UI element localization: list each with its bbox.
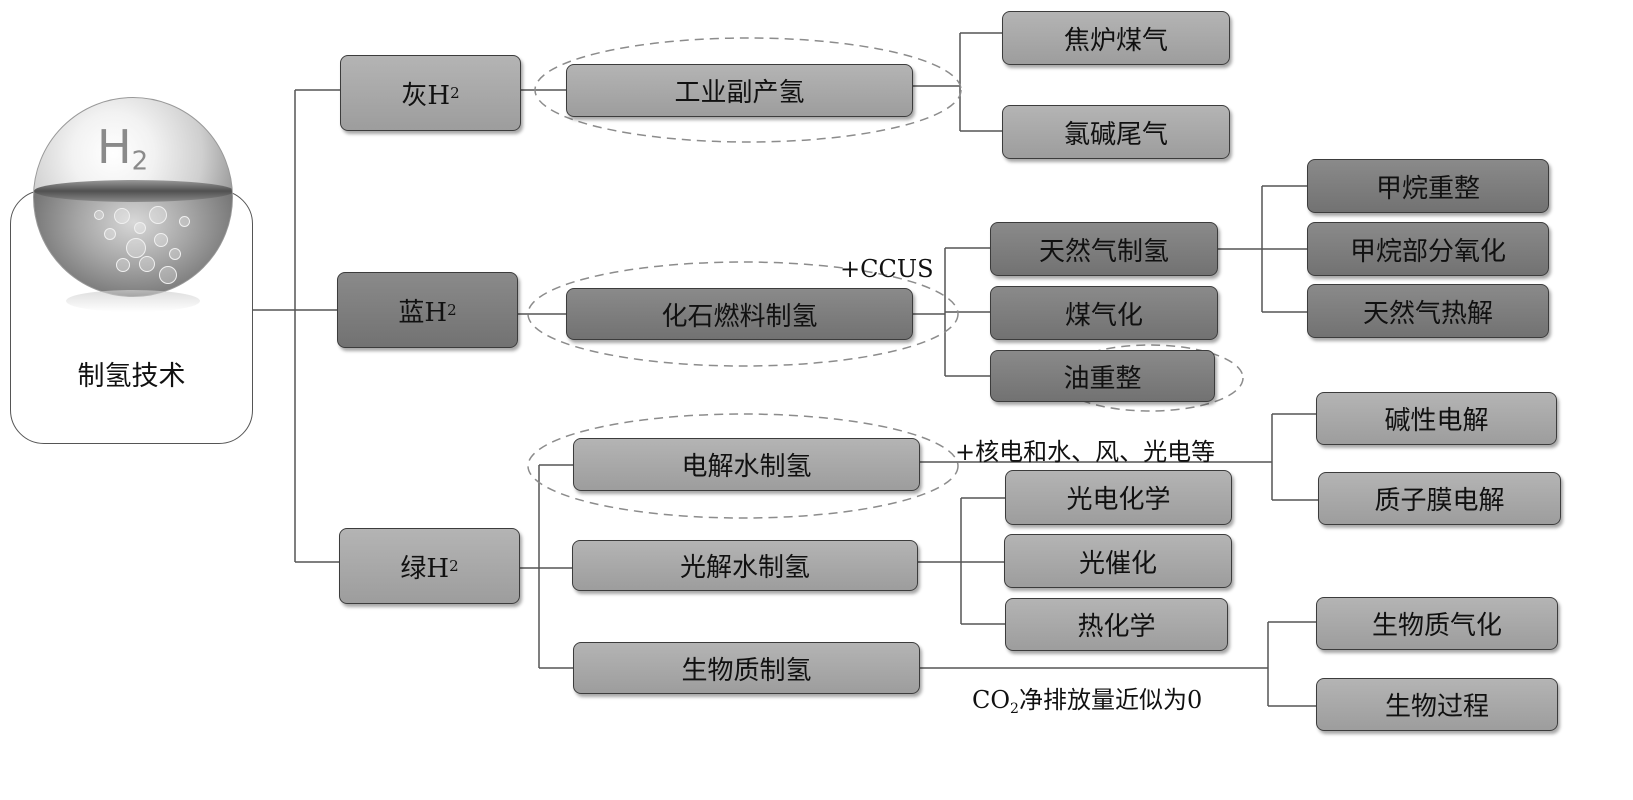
leaf-methane-reforming: 甲烷重整 <box>1307 159 1549 213</box>
leaf-natural-gas-h2: 天然气制氢 <box>990 222 1218 276</box>
method-industrial-byproduct: 工业副产氢 <box>566 64 913 117</box>
h2-badge: H2 <box>97 120 149 177</box>
leaf-coke-oven-gas: 焦炉煤气 <box>1002 11 1230 65</box>
leaf-methane-partial-oxidation: 甲烷部分氧化 <box>1307 222 1549 276</box>
leaf-oil-reforming: 油重整 <box>990 350 1215 402</box>
leaf-pem-electrolysis: 质子膜电解 <box>1318 472 1561 525</box>
leaf-photocatalysis: 光催化 <box>1004 534 1232 588</box>
annotation-ccus: +CCUS <box>840 255 934 283</box>
root-label: 制氢技术 <box>77 361 186 392</box>
leaf-coal-gasification: 煤气化 <box>990 286 1218 340</box>
method-electrolysis: 电解水制氢 <box>573 438 920 491</box>
leaf-biomass-gasification: 生物质气化 <box>1316 597 1558 650</box>
ellipse-electrolysis <box>527 413 959 519</box>
ellipse-fossil <box>527 261 959 367</box>
ellipse-oil-reforming <box>1056 344 1244 412</box>
leaf-natural-gas-pyrolysis: 天然气热解 <box>1307 284 1549 338</box>
leaf-thermochemical: 热化学 <box>1005 598 1228 651</box>
method-fossil-fuel: 化石燃料制氢 <box>566 288 913 340</box>
h2-sphere-icon <box>33 97 233 297</box>
annotation-co2-net-zero: CO2净排放量近似为0 <box>972 686 1203 717</box>
method-photolysis: 光解水制氢 <box>572 540 918 591</box>
leaf-photoelectrochemical: 光电化学 <box>1005 470 1232 525</box>
ellipse-industrial <box>534 37 962 143</box>
method-biomass: 生物质制氢 <box>573 642 920 694</box>
leaf-alkaline-electrolysis: 碱性电解 <box>1316 392 1557 445</box>
leaf-chlor-alkali-tail-gas: 氯碱尾气 <box>1002 105 1230 159</box>
annotation-renewables: +核电和水、风、光电等 <box>955 438 1216 466</box>
leaf-biological-process: 生物过程 <box>1316 678 1558 731</box>
sphere-reflection <box>66 290 200 312</box>
